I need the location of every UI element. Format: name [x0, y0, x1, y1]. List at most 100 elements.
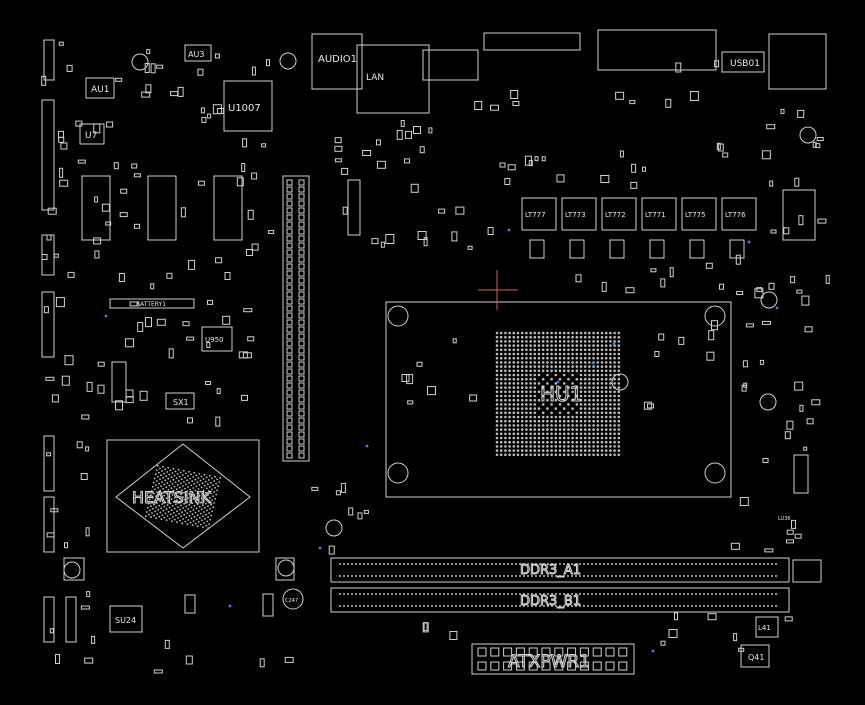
smd-part	[615, 91, 625, 100]
chipset-ball	[165, 497, 168, 500]
ddr-pin	[491, 593, 493, 595]
smd-part	[794, 533, 802, 539]
bga-ball	[583, 445, 587, 448]
chipset-ball	[182, 507, 185, 509]
ddr-pin	[719, 593, 721, 595]
ddr-pin	[571, 563, 573, 565]
chipset-ball	[162, 509, 165, 512]
ddr-pin	[503, 605, 505, 607]
bga-ball	[504, 403, 507, 406]
bga-ball	[554, 361, 558, 364]
bga-ball	[541, 428, 545, 431]
bga-ball	[609, 394, 612, 398]
label-sx1: SX1	[173, 398, 189, 407]
bga-ball	[516, 403, 520, 406]
smd-part	[334, 137, 342, 144]
bga-ball	[562, 432, 566, 436]
ddr-pin	[519, 593, 521, 595]
bga-ball	[558, 403, 562, 406]
bga-ball	[495, 344, 499, 347]
bga-ball	[600, 344, 604, 347]
header-block	[262, 593, 274, 617]
header-pin	[298, 340, 305, 347]
ddr-pin	[755, 593, 757, 595]
ddr-pin	[483, 563, 485, 565]
ddr-pin	[731, 605, 733, 607]
bga-ball	[525, 365, 528, 368]
chipset-ball	[210, 481, 212, 484]
smd-part	[170, 91, 179, 97]
ddr-pin	[619, 605, 621, 607]
bga-ball	[499, 344, 503, 347]
ddr-pin	[383, 575, 385, 577]
chipset-ball	[185, 516, 188, 519]
bga-ball	[508, 356, 511, 360]
mosfet-lt775	[689, 239, 705, 259]
smd-part	[416, 361, 423, 367]
smd-part	[91, 635, 96, 644]
bga-ball	[529, 424, 532, 427]
audio-connector	[311, 33, 363, 90]
ddr-pin	[659, 605, 661, 607]
ddr-pin	[451, 575, 453, 577]
smd-part	[67, 271, 75, 278]
chipset-ball	[162, 498, 165, 501]
smd-part	[707, 613, 717, 621]
chipset-ball	[178, 512, 180, 515]
smd-part	[207, 113, 212, 119]
bga-ball	[537, 352, 541, 356]
bga-ball	[579, 428, 583, 431]
bga-ball	[579, 432, 583, 436]
chipset-ball	[158, 504, 161, 507]
chipset-ball	[215, 482, 218, 485]
ddr-pin	[667, 593, 669, 595]
bga-ball	[617, 365, 621, 368]
bga-ball	[609, 335, 612, 339]
chipset-ball	[183, 513, 186, 516]
ddr-pin	[747, 575, 749, 577]
bga-ball	[592, 344, 595, 347]
smd-part	[665, 98, 672, 108]
bga-ball	[512, 382, 516, 385]
bga-ball	[617, 356, 621, 360]
bga-ball	[583, 449, 587, 452]
smd-part	[207, 299, 213, 305]
ddr-pin	[555, 593, 557, 595]
bga-ball	[512, 340, 516, 343]
bga-ball	[537, 445, 541, 448]
bga-ball	[520, 344, 524, 347]
ddr-pin	[339, 563, 341, 565]
bga-ball	[533, 445, 537, 448]
bga-ball	[554, 365, 558, 368]
ddr-pin	[643, 605, 645, 607]
ddr-pin	[623, 593, 625, 595]
bga-ball	[512, 449, 516, 452]
chipset-ball	[199, 490, 202, 493]
bga-ball	[550, 369, 553, 373]
chipset-ball	[188, 514, 191, 517]
bga-ball	[541, 386, 545, 389]
bga-ball	[617, 377, 621, 381]
bga-ball	[617, 419, 621, 423]
ddr-pin	[555, 563, 557, 565]
chipset-ball	[154, 473, 157, 476]
ddr-pin	[431, 605, 433, 607]
ddr-pin	[459, 593, 461, 595]
bga-ball	[579, 403, 583, 406]
bga-ball	[525, 348, 528, 352]
smd-part	[768, 282, 775, 290]
ddr-pin	[495, 563, 497, 565]
bga-ball	[537, 407, 541, 410]
ddr-pin	[499, 593, 501, 595]
ddr-pin	[775, 575, 777, 577]
bga-ball	[537, 348, 541, 352]
atx-pin	[503, 661, 513, 671]
bga-ball	[520, 335, 524, 339]
bga-ball	[588, 377, 591, 381]
ddr-pin	[687, 575, 689, 577]
chipset-ball	[182, 485, 184, 487]
smd-part	[224, 272, 231, 280]
ddr-pin	[367, 605, 369, 607]
bga-ball	[520, 403, 524, 406]
smd-part	[64, 542, 68, 549]
